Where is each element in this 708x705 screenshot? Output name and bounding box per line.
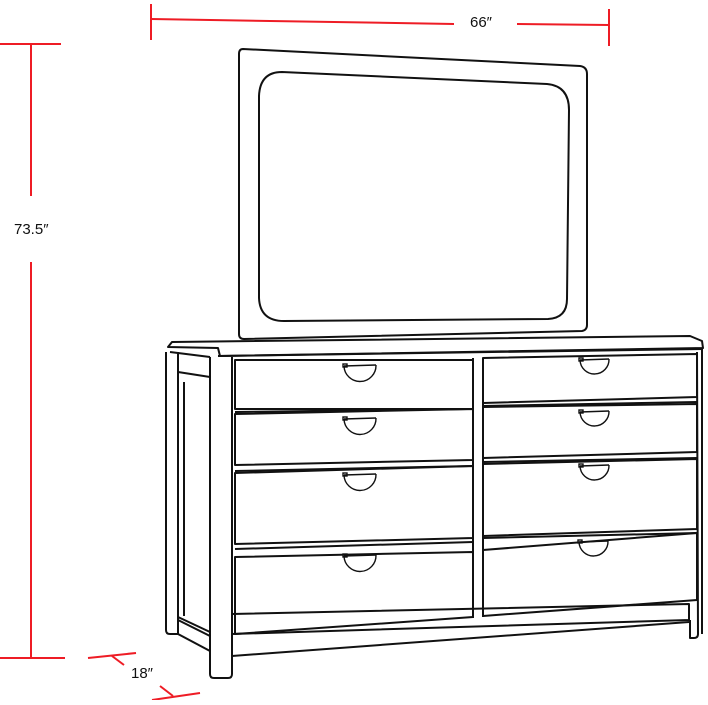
height-dimension-line (0, 43, 65, 659)
half-moon-pull-icon (578, 463, 610, 481)
right-front-leg (689, 351, 699, 639)
left-rear-leg (165, 352, 179, 635)
half-moon-pull-icon (342, 553, 377, 573)
width-dimension-line (150, 4, 610, 46)
drawer-bottom-left (234, 551, 474, 635)
drawer-third-right (482, 458, 698, 537)
half-moon-pull-icon (342, 363, 377, 383)
drawer-top-right (482, 353, 698, 404)
depth-dimension-line (87, 652, 201, 701)
half-moon-pull-icon (342, 416, 377, 436)
half-moon-pull-icon (342, 472, 377, 492)
drawer-top-left (234, 359, 474, 410)
drawer-third-left (234, 465, 474, 545)
half-moon-pull-icon (578, 409, 610, 427)
left-front-leg (209, 357, 233, 679)
dresser-top (167, 335, 704, 357)
dresser (165, 335, 704, 679)
mirror-glass (258, 70, 571, 323)
half-moon-pull-icon (577, 539, 609, 557)
mirror-frame (238, 47, 588, 341)
mirror (238, 47, 588, 341)
depth-label: 18″ (131, 665, 153, 682)
width-label: 66″ (470, 14, 492, 32)
drawer-second-left (234, 408, 474, 466)
height-label: 73.5″ (14, 221, 49, 239)
half-moon-pull-icon (578, 357, 610, 375)
drawer-pulls (342, 357, 610, 573)
bottom-apron (231, 603, 690, 635)
